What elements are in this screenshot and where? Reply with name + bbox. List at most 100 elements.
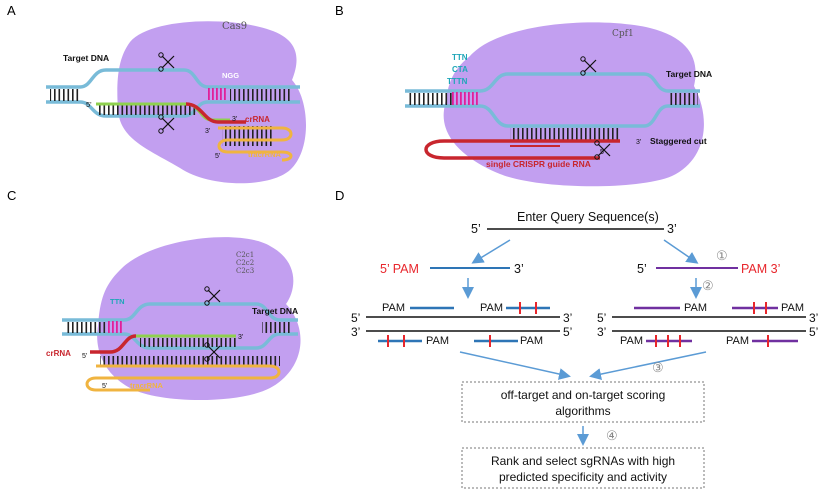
pam-label-c: TTN [110,297,125,306]
pam-label: PAM [620,335,643,347]
scissors-icon [594,140,611,160]
tracr-five-a: 5' [215,153,220,160]
tracrrna-label-a: tracrRNA [248,150,282,159]
crrna-five-c: 5' [82,353,87,360]
step-2: ② [702,278,714,293]
left-branch-three: 3’ [514,262,524,276]
scissors-icon [204,286,221,306]
dna-right-rungs-c [262,322,292,333]
c2c3-label: C2c3 [236,267,254,275]
query-five: 5’ [471,222,481,236]
dna-left-rungs-b [408,93,452,105]
three-prime-c: 3' [238,334,243,341]
panel-a: A Cas9 Target DNA NGG 5' 3' crRNA 3' 5' … [7,3,306,184]
pam-label: PAM [684,302,707,314]
arrow-query-left [471,239,511,264]
strand-five-bottom: 5’ [809,325,818,339]
panel-label-c: C [7,188,16,203]
rank-line-2: predicted specificity and activity [499,470,667,484]
scissors-icon [580,56,597,76]
strand-five-top: 5’ [351,311,360,325]
pam-line-1-b: TTN [452,53,468,62]
dna-top-strand-b [405,72,700,93]
five-prime-a: 5' [86,100,92,109]
guide-rna-label-b: single CRISPR guide RNA [486,159,591,169]
crrna-label-a: crRNA [245,115,270,124]
three-prime-a: 3' [205,128,210,135]
pam-tttn-b [452,92,478,105]
pam-label: PAM [726,335,749,347]
right-genome-match: PAM PAM 5’ 3’ 3’ 5’ PAM PAM [597,302,818,347]
crrna-label-c: crRNA [46,349,71,358]
step-3: ③ [652,360,664,375]
panel-c: C C2c1 C2c2 C2c3 TTN Target DNA 3' crRNA… [7,188,301,400]
pam-ttn-c [106,321,124,333]
guide-dna-rungs-a [98,105,198,115]
pam-line-2-b: CTA [452,65,468,74]
panel-label-d: D [335,188,344,203]
five-prime-b: 5' [600,149,605,156]
scissors-icon [204,342,221,362]
strand-five-top: 5’ [597,311,606,325]
tracrrna-strand-a [217,126,293,162]
scoring-line-1: off-target and on-target scoring [501,388,666,402]
guide-dna-rungs-b [510,128,620,140]
cpf1-label: Cpf1 [612,29,634,39]
dna-right-rungs-b [668,93,698,105]
target-dna-label-b: Target DNA [666,69,712,79]
dna-left-rungs-a [50,89,80,101]
crrna-three-a: 3' [232,116,237,123]
crrna-strand-c [90,334,137,354]
strand-three-bottom: 3’ [597,325,606,339]
tracr-five-c: 5' [102,383,107,390]
staggered-cut-label: Staggered cut [650,136,707,146]
pam-ngg-a [208,88,228,100]
dna-left-rungs-c [66,322,106,333]
dna-right-rungs-a [230,89,292,101]
guide-rna-strand-b [424,139,620,160]
dna-bottom-strand-b [405,104,700,128]
scissors-icon [158,52,175,72]
panel-label-b: B [335,3,344,18]
panel-b: B Cpf1 TTN CTA TTTN Target DNA 3' Stagge… [335,3,712,187]
scissors-icon [158,114,175,134]
pam-label: PAM [520,335,543,347]
pam-label: PAM [781,302,804,314]
target-dna-label-c: Target DNA [252,306,298,316]
left-genome-match: PAM PAM 5’ 3’ 3’ 5’ PAM PAM [351,302,572,347]
step-1: ① [716,248,728,263]
cpf1-protein-blob [443,22,704,187]
scoring-box [461,381,705,423]
crrna-strand-a [185,102,246,124]
right-branch-five: 5’ [637,262,647,276]
query-three: 3’ [667,222,677,236]
tracrrna-strand-c [85,364,281,392]
pam-label: PAM [382,302,405,314]
scoring-line-2: algorithms [555,404,610,418]
strand-three-bottom: 3’ [351,325,360,339]
strand-three-top: 3’ [809,311,818,325]
dna-top-strand-a [46,68,300,89]
rank-line-1: Rank and select sgRNAs with high [491,454,675,468]
right-branch-pam: PAM 3’ [741,262,780,276]
cas9-label: Cas9 [222,21,247,32]
left-branch-pam: 5’ PAM [380,262,419,276]
pam-label: PAM [426,335,449,347]
c2c1-label: C2c1 [236,251,254,259]
arrow-left-converge [459,351,571,380]
tracr-rungs-c [100,356,280,366]
guide-dna-rungs-c [140,338,236,347]
arrow-query-right [663,239,699,264]
dna-top-strand-c [62,302,298,322]
step-4: ④ [606,428,618,443]
strand-three-top: 3’ [563,311,572,325]
c2c2-label: C2c2 [236,259,254,267]
tracrrna-label-c: tracrRNA [130,381,164,390]
arrow-right-converge [589,351,707,381]
pam-label: PAM [480,302,503,314]
pam-line-3-b: TTTN [447,77,468,86]
panel-label-a: A [7,3,16,18]
panel-d: D Enter Query Sequence(s) 5’ 3’ ① 5’ PAM… [335,188,818,489]
